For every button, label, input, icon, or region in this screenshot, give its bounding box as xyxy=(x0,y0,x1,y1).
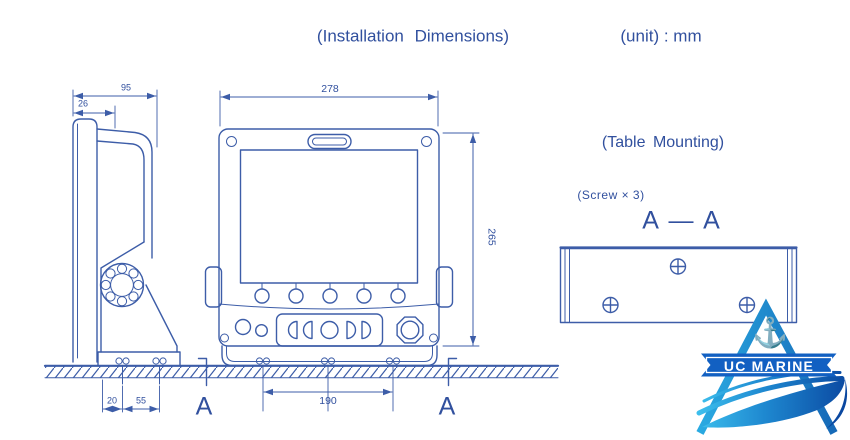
dim-text-190: 190 xyxy=(319,394,337,407)
front-view xyxy=(197,90,480,412)
key-pad xyxy=(275,313,384,347)
logo-wave-line xyxy=(696,376,845,416)
display-panel-side xyxy=(72,118,98,363)
anchor-icon: ⚓ xyxy=(751,317,789,350)
screw-icon xyxy=(738,296,756,314)
handle-slot xyxy=(307,133,352,150)
dim-line-278 xyxy=(219,90,439,127)
right-arrow-key xyxy=(361,320,372,340)
bottom-right-screw-hole xyxy=(429,333,438,343)
left-arrow-key xyxy=(287,320,298,340)
logo-ship-hull xyxy=(702,379,845,428)
section-aa-label: A — A xyxy=(642,206,722,235)
left-side-tab xyxy=(204,266,223,308)
unit-label: (unit) : mm xyxy=(620,26,702,46)
dim-text-26: 26 xyxy=(77,98,89,109)
bottom-left-screw-hole xyxy=(220,333,229,343)
screw-count-note: (Screw × 3) xyxy=(577,188,645,202)
pivot-knob-icon xyxy=(99,262,145,308)
dim-text-95: 95 xyxy=(120,82,132,93)
mounting-base xyxy=(221,345,438,367)
side-view xyxy=(72,89,181,413)
dim-line-95 xyxy=(72,89,158,148)
left-arrow-key xyxy=(302,320,313,340)
dim-text-20: 20 xyxy=(106,395,118,406)
screw-icon xyxy=(669,258,687,275)
logo-hull-tail xyxy=(826,379,848,429)
table-surface xyxy=(43,364,560,379)
section-cut-line-right xyxy=(447,357,458,387)
top-right-screw-hole xyxy=(421,136,432,147)
dim-text-55: 55 xyxy=(135,395,147,406)
section-aa-view xyxy=(559,246,798,324)
bracket-arm xyxy=(96,128,153,259)
section-marker-left: A xyxy=(195,392,213,421)
power-button xyxy=(234,318,252,336)
enter-key xyxy=(320,320,339,340)
right-side-tab xyxy=(435,266,454,308)
panel-divider-curve xyxy=(218,303,440,310)
dim-line-20-55 xyxy=(102,379,160,413)
rotary-knob-icon xyxy=(396,316,424,344)
logo-ribbon xyxy=(701,353,837,377)
dim-line-265 xyxy=(442,132,480,347)
brightness-button xyxy=(254,324,268,338)
dim-line-26 xyxy=(73,105,116,129)
section-cut-line-left xyxy=(197,357,208,387)
dim-line-190 xyxy=(262,366,394,412)
dim-text-278: 278 xyxy=(321,82,339,95)
soft-key-buttons xyxy=(254,282,406,304)
top-left-screw-hole xyxy=(226,136,237,147)
right-arrow-key xyxy=(346,320,357,340)
table-mounting-title: (Table Mounting) xyxy=(601,134,725,151)
display-screen xyxy=(239,149,419,284)
page-title: (Installation Dimensions) xyxy=(316,26,510,46)
logo-text: UC MARINE xyxy=(723,357,815,374)
bracket-body xyxy=(97,241,181,367)
uc-marine-logo xyxy=(696,298,848,438)
section-marker-right: A xyxy=(438,392,456,421)
dim-text-265: 265 xyxy=(485,228,498,246)
base-mount-screws xyxy=(255,357,401,365)
side-mount-screws xyxy=(115,357,167,385)
screw-icon xyxy=(602,296,619,314)
